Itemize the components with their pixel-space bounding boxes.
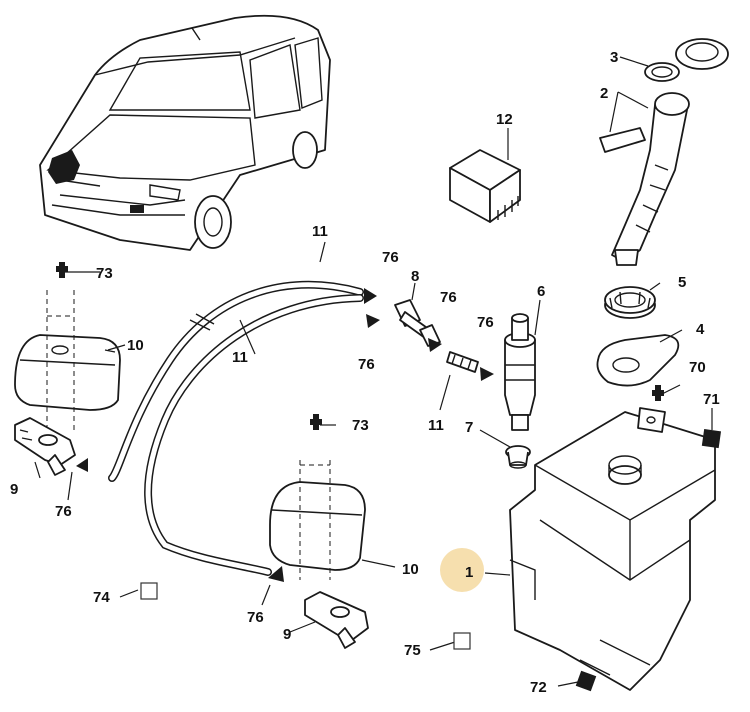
callout-label[interactable]: 11 <box>428 417 444 434</box>
fog-lamp-mark <box>130 205 144 213</box>
reservoir-location-mark <box>48 150 80 184</box>
symbol-markers <box>56 262 722 692</box>
callout-label[interactable]: 11 <box>312 223 328 240</box>
washer-hoses-part-11 <box>108 280 364 576</box>
nozzle-cover-lower-part-10 <box>269 460 366 580</box>
nozzle-lower-part-9 <box>304 591 369 649</box>
callout-label[interactable]: 70 <box>689 359 706 376</box>
triangle-arrow-icon <box>268 566 284 582</box>
highlight-circle <box>440 548 484 592</box>
callout-label[interactable]: 76 <box>440 289 457 306</box>
callout-label[interactable]: 73 <box>352 417 369 434</box>
callout-label[interactable]: 76 <box>247 609 264 626</box>
callout-label[interactable]: 7 <box>465 419 473 436</box>
callout-label[interactable]: 76 <box>55 503 72 520</box>
triangle-arrow-icon <box>428 338 442 352</box>
vehicle-illustration <box>39 14 331 251</box>
callout-label[interactable]: 75 <box>404 642 421 659</box>
filler-cap-part-3 <box>644 38 729 82</box>
pump-part-6 <box>504 313 536 431</box>
callout-label[interactable]: 3 <box>610 49 618 66</box>
connector-part-8 <box>394 299 441 347</box>
callout-label[interactable]: 76 <box>477 314 494 331</box>
grommet-part-7 <box>505 445 531 469</box>
filled-square-icon <box>701 428 722 449</box>
hose-connector <box>446 351 479 373</box>
callout-label[interactable]: 9 <box>10 481 18 498</box>
relay-part-12 <box>449 149 521 223</box>
nozzle-cover-upper-part-10 <box>14 290 121 430</box>
triangle-arrow-icon <box>76 458 88 472</box>
plus-marker-icon <box>56 262 68 278</box>
triangle-arrow-icon <box>366 314 380 328</box>
callout-label[interactable]: 4 <box>696 321 705 338</box>
callout-label[interactable]: 10 <box>127 337 144 354</box>
callout-label[interactable]: 1 <box>465 564 473 581</box>
callout-label[interactable]: 10 <box>402 561 419 578</box>
triangle-arrow-icon <box>480 367 494 381</box>
plus-marker-icon <box>310 414 322 430</box>
callout-label[interactable]: 11 <box>232 349 248 366</box>
filled-square-icon <box>575 670 597 692</box>
open-square-icon <box>453 632 471 650</box>
callout-label[interactable]: 5 <box>678 274 686 291</box>
callout-label[interactable]: 76 <box>358 356 375 373</box>
callout-label[interactable]: 76 <box>382 249 399 266</box>
plus-marker-icon <box>652 385 664 401</box>
callout-label[interactable]: 71 <box>703 391 720 408</box>
callout-label[interactable]: 72 <box>530 679 547 696</box>
nozzle-upper-part-9 <box>14 417 76 476</box>
open-square-icon <box>140 582 158 600</box>
seal-ring-part-5 <box>604 286 656 319</box>
callout-label[interactable]: 9 <box>283 626 291 643</box>
callout-label[interactable]: 6 <box>537 283 545 300</box>
gasket-plate-part-4 <box>596 334 680 387</box>
filler-neck-part-2 <box>599 92 690 266</box>
leader-lines <box>34 56 713 687</box>
washer-reservoir-part-1 <box>509 407 716 691</box>
callout-label[interactable]: 74 <box>93 589 110 606</box>
callout-label[interactable]: 8 <box>411 268 419 285</box>
callout-label[interactable]: 73 <box>96 265 113 282</box>
callout-label[interactable]: 2 <box>600 85 608 102</box>
callout-label[interactable]: 12 <box>496 111 513 128</box>
callout-labels: 1 2 3 4 5 6 7 8 9 9 10 10 11 11 11 12 70… <box>10 49 720 696</box>
triangle-arrow-icon <box>364 288 377 304</box>
